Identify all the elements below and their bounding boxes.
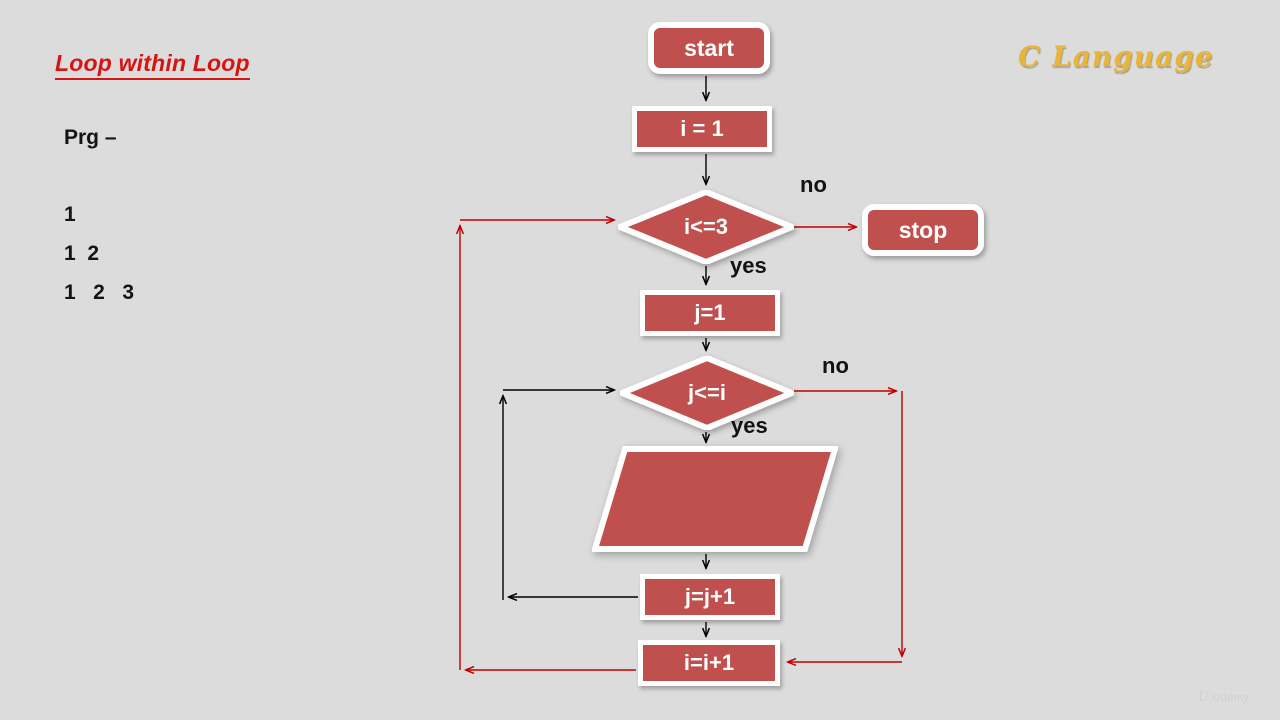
flow-node-i-init[interactable]: i = 1	[632, 106, 772, 152]
flow-node-i-inc-label: i=i+1	[683, 650, 735, 675]
edge-label-j-cond-no: no	[822, 353, 849, 378]
output-line: 1 2 3	[64, 281, 135, 304]
flow-node-output[interactable]	[592, 446, 838, 552]
output-line: 1	[64, 203, 76, 226]
flow-node-j-init[interactable]: j=1	[640, 290, 780, 336]
flow-node-start[interactable]: start	[648, 22, 770, 74]
flow-node-j-inc[interactable]: j=j+1	[640, 574, 780, 620]
flow-node-j-init-label: j=1	[694, 300, 726, 325]
parallelogram-shape	[592, 446, 838, 552]
flow-node-i-init-label: i = 1	[680, 116, 724, 141]
brand-title: C Language	[1018, 40, 1214, 73]
edge-label-i-cond-yes: yes	[730, 253, 767, 278]
flow-node-stop[interactable]: stop	[862, 204, 984, 256]
flow-node-start-label: start	[684, 34, 734, 61]
program-label: Prg –	[64, 126, 117, 149]
diamond-shape	[620, 356, 794, 430]
edge-label-i-cond-no: no	[800, 172, 827, 197]
page-title: Loop within Loop	[55, 50, 250, 80]
page-title-text: Loop within Loop	[55, 50, 250, 80]
flow-node-j-inc-label: j=j+1	[684, 584, 736, 609]
flow-node-i-inc[interactable]: i=i+1	[638, 640, 780, 686]
flow-node-i-cond-label: i<=3	[683, 214, 729, 239]
flow-node-j-cond[interactable]: j<=i	[620, 356, 794, 430]
diamond-shape	[618, 190, 794, 264]
flow-node-i-cond[interactable]: i<=3	[618, 190, 794, 264]
output-line: 1 2	[64, 242, 100, 265]
flow-node-j-cond-label: j<=i	[688, 380, 726, 405]
udemy-watermark-label: Udemy	[1212, 692, 1250, 704]
flow-node-stop-label: stop	[898, 216, 948, 243]
edge-label-j-cond-yes: yes	[731, 413, 768, 438]
udemy-logo-icon: U	[1198, 690, 1210, 705]
